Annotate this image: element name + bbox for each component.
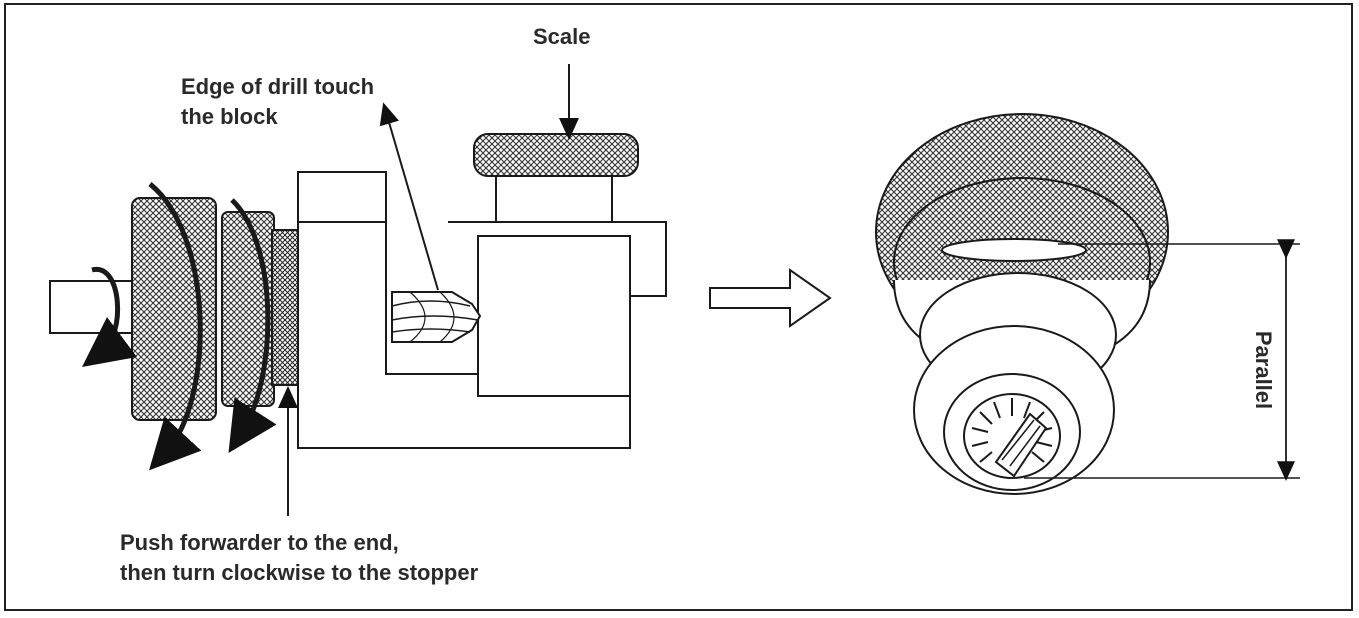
outer-knurled-nut <box>131 197 217 421</box>
edge-label-line2: the block <box>181 104 278 129</box>
outer-nut-rotation-arrow-icon <box>148 182 203 471</box>
push-instruction-label: Push forwarder to the end, then turn clo… <box>120 528 478 588</box>
front-collet <box>963 393 1061 479</box>
collar <box>271 229 299 386</box>
top-tab <box>297 171 387 223</box>
inner-nut-rotation-arrow-icon <box>228 198 277 454</box>
grinding-block <box>477 235 631 397</box>
push-label-line2: then turn clockwise to the stopper <box>120 560 479 585</box>
scale-wheel <box>473 133 639 177</box>
front-slot <box>941 238 1087 262</box>
drill-tip <box>994 412 1048 478</box>
scale-label: Scale <box>533 24 591 49</box>
scale-stem <box>495 175 613 223</box>
edge-pointer <box>379 102 439 291</box>
parallel-label: Parallel <box>1251 330 1276 410</box>
edge-label: Edge of drill touch the block <box>181 72 374 132</box>
hollow-right-arrow-icon <box>709 268 832 328</box>
push-label-line1: Push forwarder to the end, <box>120 530 399 555</box>
shaft <box>49 280 139 334</box>
collet-teeth <box>971 398 1053 463</box>
drill-bit <box>391 291 482 343</box>
edge-label-line1: Edge of drill touch <box>181 74 375 99</box>
shaft-rotation-arrow-icon <box>82 267 138 368</box>
